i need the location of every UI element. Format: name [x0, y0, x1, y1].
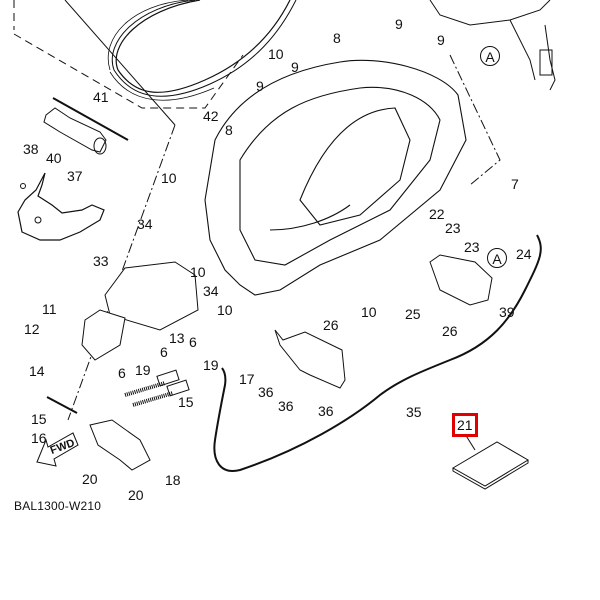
callout-39[interactable]: 24 [516, 246, 532, 262]
part-21-cable [213, 234, 542, 472]
callout-16[interactable]: 15 [31, 411, 47, 427]
part-18-center-stand [89, 419, 151, 471]
callout-10[interactable]: 10 [217, 302, 233, 318]
callout-20[interactable]: 16 [31, 430, 47, 446]
callout-10[interactable]: 10 [161, 170, 177, 186]
callout-9[interactable]: 9 [437, 32, 445, 48]
callout-15[interactable]: 19 [135, 362, 151, 378]
callout-11[interactable]: 26 [323, 317, 339, 333]
callout-25[interactable]: 39 [499, 304, 515, 320]
callout-20[interactable]: 20 [82, 471, 98, 487]
part-15-spring [124, 381, 166, 397]
callout-42[interactable]: 9 [256, 78, 264, 94]
part-43-manual [451, 433, 529, 490]
callout-10[interactable]: 10 [190, 264, 206, 280]
callout-26[interactable]: 26 [442, 323, 458, 339]
callout-6[interactable]: 6 [160, 344, 168, 360]
callout-9[interactable]: 10 [268, 46, 284, 62]
callout-8[interactable]: 42 [203, 108, 219, 124]
callout-35[interactable]: 36 [318, 403, 334, 419]
callout-40[interactable]: 40 [46, 150, 62, 166]
stand-bracket-plate [81, 309, 126, 361]
callout-22[interactable]: 7 [511, 176, 519, 192]
callout-24[interactable]: 23 [464, 239, 480, 255]
callout-17[interactable]: 18 [165, 472, 181, 488]
callout-6[interactable]: 13 [169, 330, 185, 346]
callout-19[interactable]: 19 [203, 357, 219, 373]
part-41-tool-rod [52, 97, 129, 141]
callout-14[interactable]: 12 [24, 321, 40, 337]
reference-mark-a: A [487, 248, 507, 268]
callout-34[interactable]: 34 [137, 216, 153, 232]
callout-8[interactable]: 8 [225, 122, 233, 138]
callout-19[interactable]: 6 [189, 334, 197, 350]
callout-38[interactable]: 38 [23, 141, 39, 157]
callout-10[interactable]: 10 [361, 304, 377, 320]
callout-41[interactable]: 41 [93, 89, 109, 105]
callout-36[interactable]: 36 [278, 398, 294, 414]
callout-23[interactable]: 23 [445, 220, 461, 236]
frame-bracket [429, 0, 556, 91]
callout-36[interactable]: 36 [258, 384, 274, 400]
part-25-handle [429, 254, 493, 306]
callout-13[interactable]: 14 [29, 363, 45, 379]
part-15-spring [132, 391, 174, 407]
callout-7[interactable]: 8 [333, 30, 341, 46]
leader-line [64, 0, 176, 126]
callout-12[interactable]: 11 [42, 301, 57, 317]
callout-34[interactable]: 34 [203, 283, 219, 299]
callout-9[interactable]: 9 [291, 59, 299, 75]
callout-43-highlighted[interactable]: 21 [452, 413, 478, 437]
fwd-arrow [36, 432, 79, 467]
part-40-socket-wrench [43, 107, 107, 155]
part-37-cover [17, 172, 105, 241]
part-35-bracket [274, 329, 346, 389]
diagram-code: BAL1300-W210 [14, 499, 102, 513]
part-16-pin [46, 396, 78, 414]
callout-23[interactable]: 22 [429, 206, 445, 222]
callout-15[interactable]: 15 [178, 394, 194, 410]
dashed-boundary [13, 0, 244, 109]
callout-6[interactable]: 6 [118, 365, 126, 381]
seat-outline [115, 0, 291, 93]
callout-33[interactable]: 33 [93, 253, 109, 269]
callout-9[interactable]: 9 [395, 16, 403, 32]
part-7-seat-storage-box [204, 59, 467, 296]
callout-37[interactable]: 37 [67, 168, 83, 184]
reference-mark-a: A [480, 46, 500, 66]
callout-36[interactable]: 17 [239, 371, 255, 387]
part-19-sleeve [156, 369, 180, 387]
callout-18[interactable]: 20 [128, 487, 144, 503]
part-19-sleeve [166, 379, 190, 397]
callout-26[interactable]: 25 [405, 306, 421, 322]
callout-21[interactable]: 35 [406, 404, 422, 420]
